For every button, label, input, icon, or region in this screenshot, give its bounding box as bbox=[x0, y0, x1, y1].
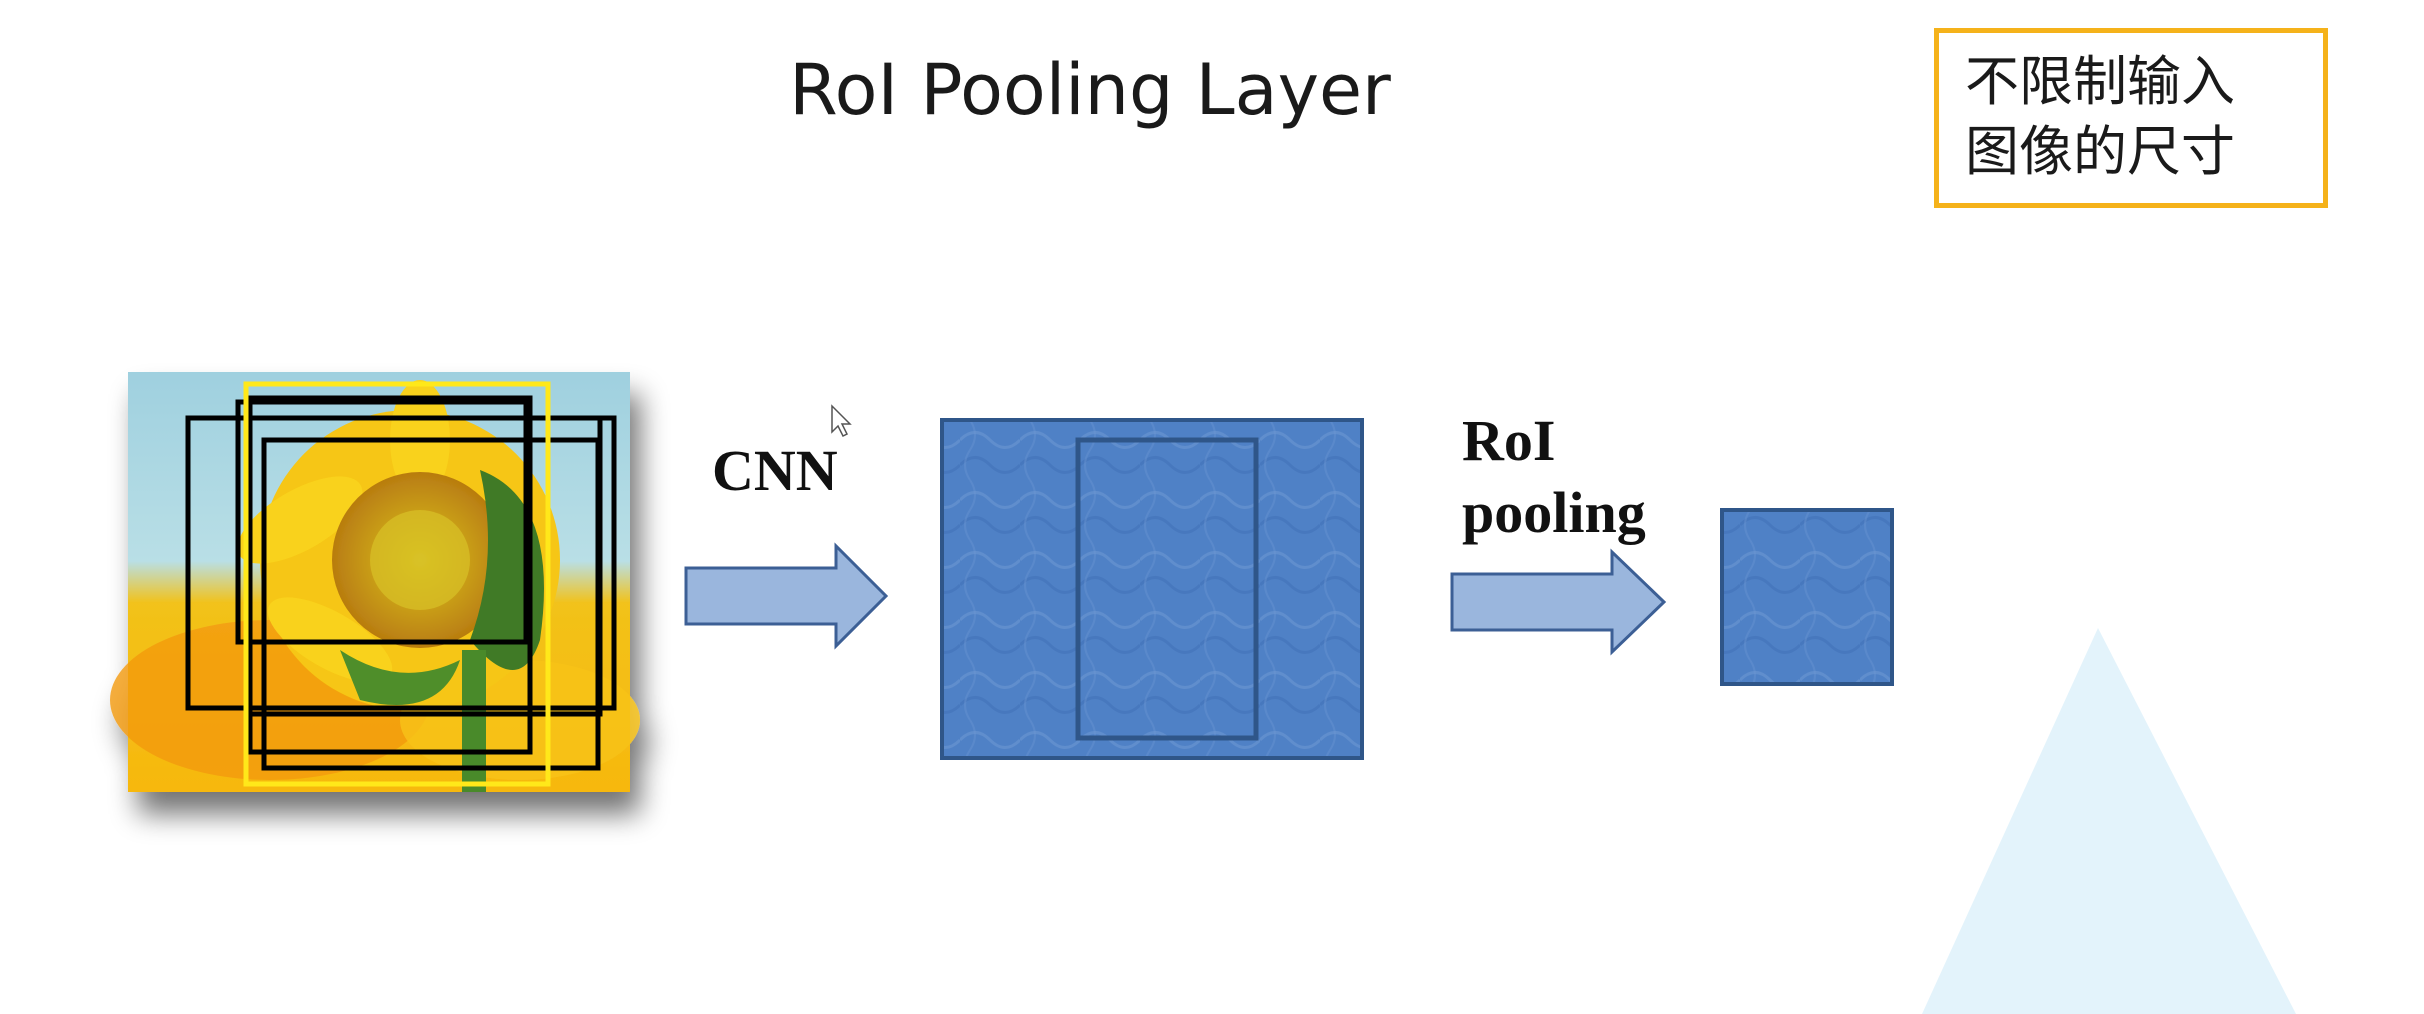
pool-arrow-icon bbox=[1450, 548, 1667, 656]
roi-boxes bbox=[185, 395, 617, 771]
highlight-box bbox=[243, 381, 551, 787]
sunflower-stem bbox=[462, 650, 486, 792]
roi-label: RoI bbox=[1462, 408, 1556, 473]
cnn-arrow-icon bbox=[684, 542, 889, 650]
roi-box-4 bbox=[261, 437, 601, 771]
pooled-feature bbox=[1720, 508, 1894, 686]
note-line-2: 图像的尺寸 bbox=[1965, 120, 2235, 183]
mouse-cursor-icon bbox=[831, 404, 852, 438]
roi-box-5 bbox=[247, 395, 533, 755]
slide-title: RoI Pooling Layer bbox=[789, 49, 1391, 131]
note-line-1: 不限制输入 bbox=[1965, 50, 2235, 113]
feature-roi-box bbox=[1075, 437, 1259, 741]
decor-triangle bbox=[1922, 628, 2296, 1014]
feature-map bbox=[940, 418, 1364, 760]
cnn-label: CNN bbox=[712, 438, 838, 503]
note-box: 不限制输入 图像的尺寸 bbox=[1934, 28, 2328, 208]
pooling-label: pooling bbox=[1462, 480, 1646, 545]
roi-box-2 bbox=[235, 399, 529, 645]
input-image bbox=[110, 372, 640, 792]
